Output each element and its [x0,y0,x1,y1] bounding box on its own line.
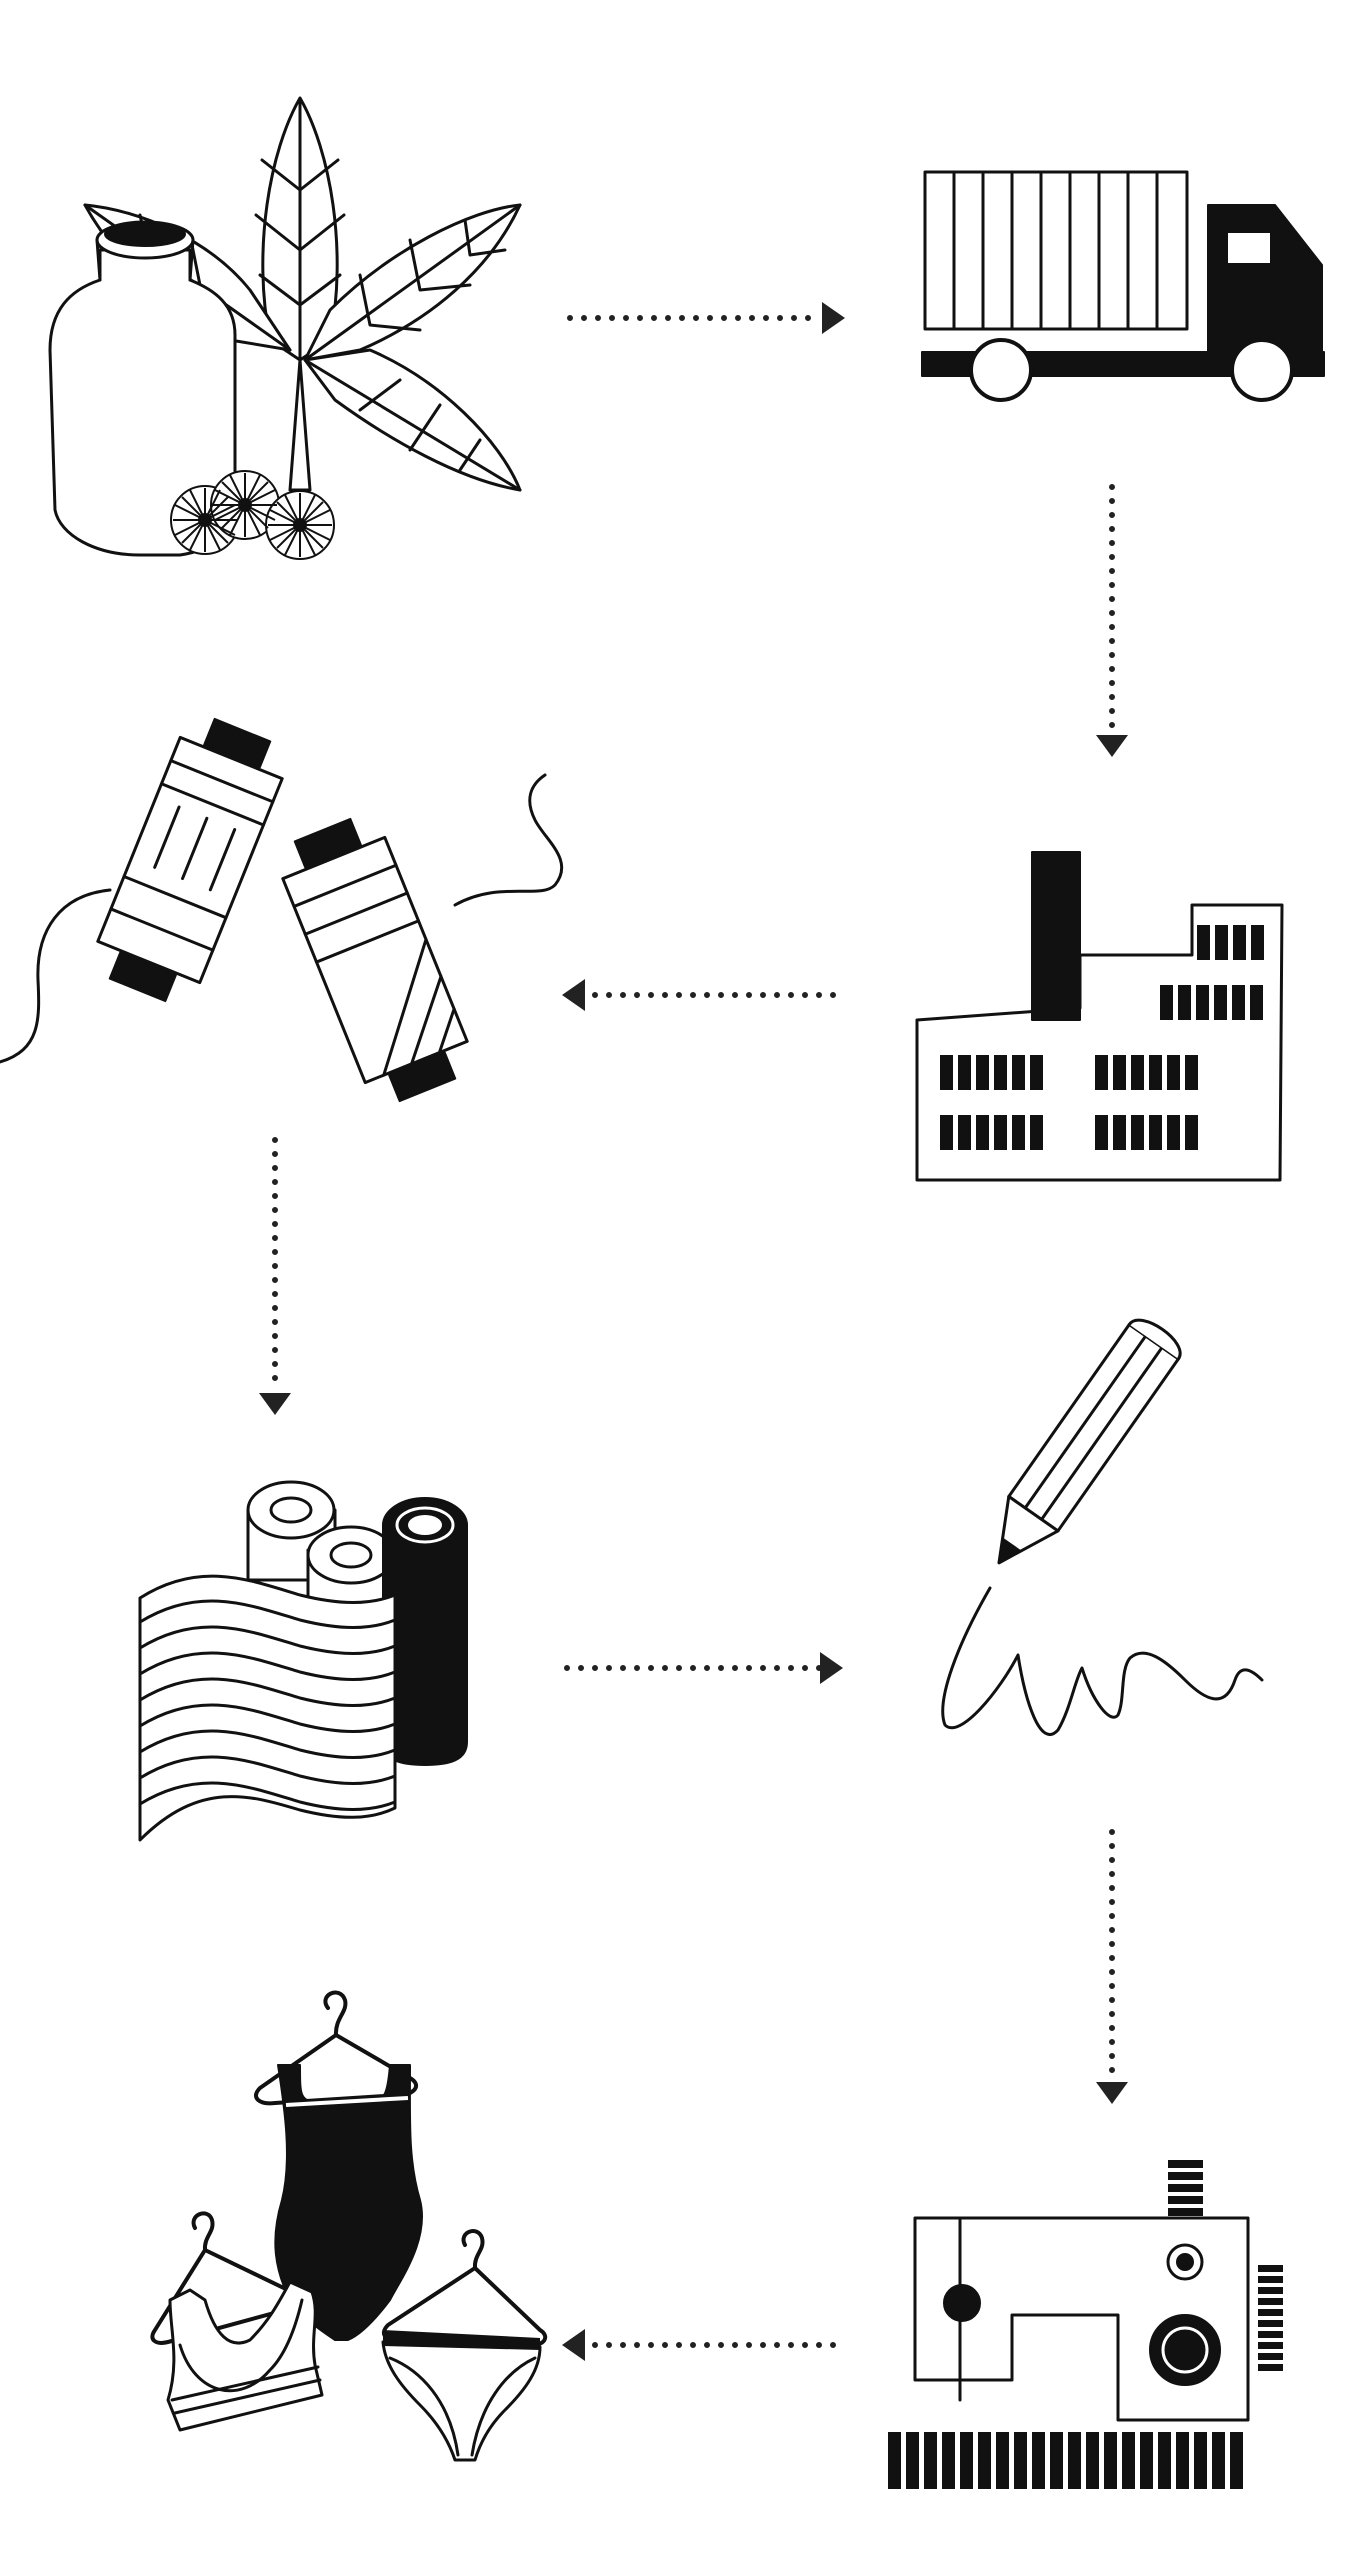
thread-spools-icon [0,717,564,1103]
fabric-rolls-icon [138,1480,468,1842]
flow-arrow-right [567,302,845,334]
flow-arrow-down [1096,1829,1128,2104]
sewing-machine-icon [888,2160,1283,2489]
cotton-plant-icon [48,96,522,560]
flow-arrow-down [259,1137,291,1415]
factory-icon [915,851,1284,1182]
flow-arrow-left [562,2329,836,2361]
truck-icon [921,170,1325,402]
garments-on-hangers-icon [150,1990,548,2462]
flow-arrow-right [564,1652,843,1684]
pencil-sketch-icon [941,1318,1264,1736]
flow-arrow-down [1096,484,1128,757]
flow-arrow-left [562,979,836,1011]
